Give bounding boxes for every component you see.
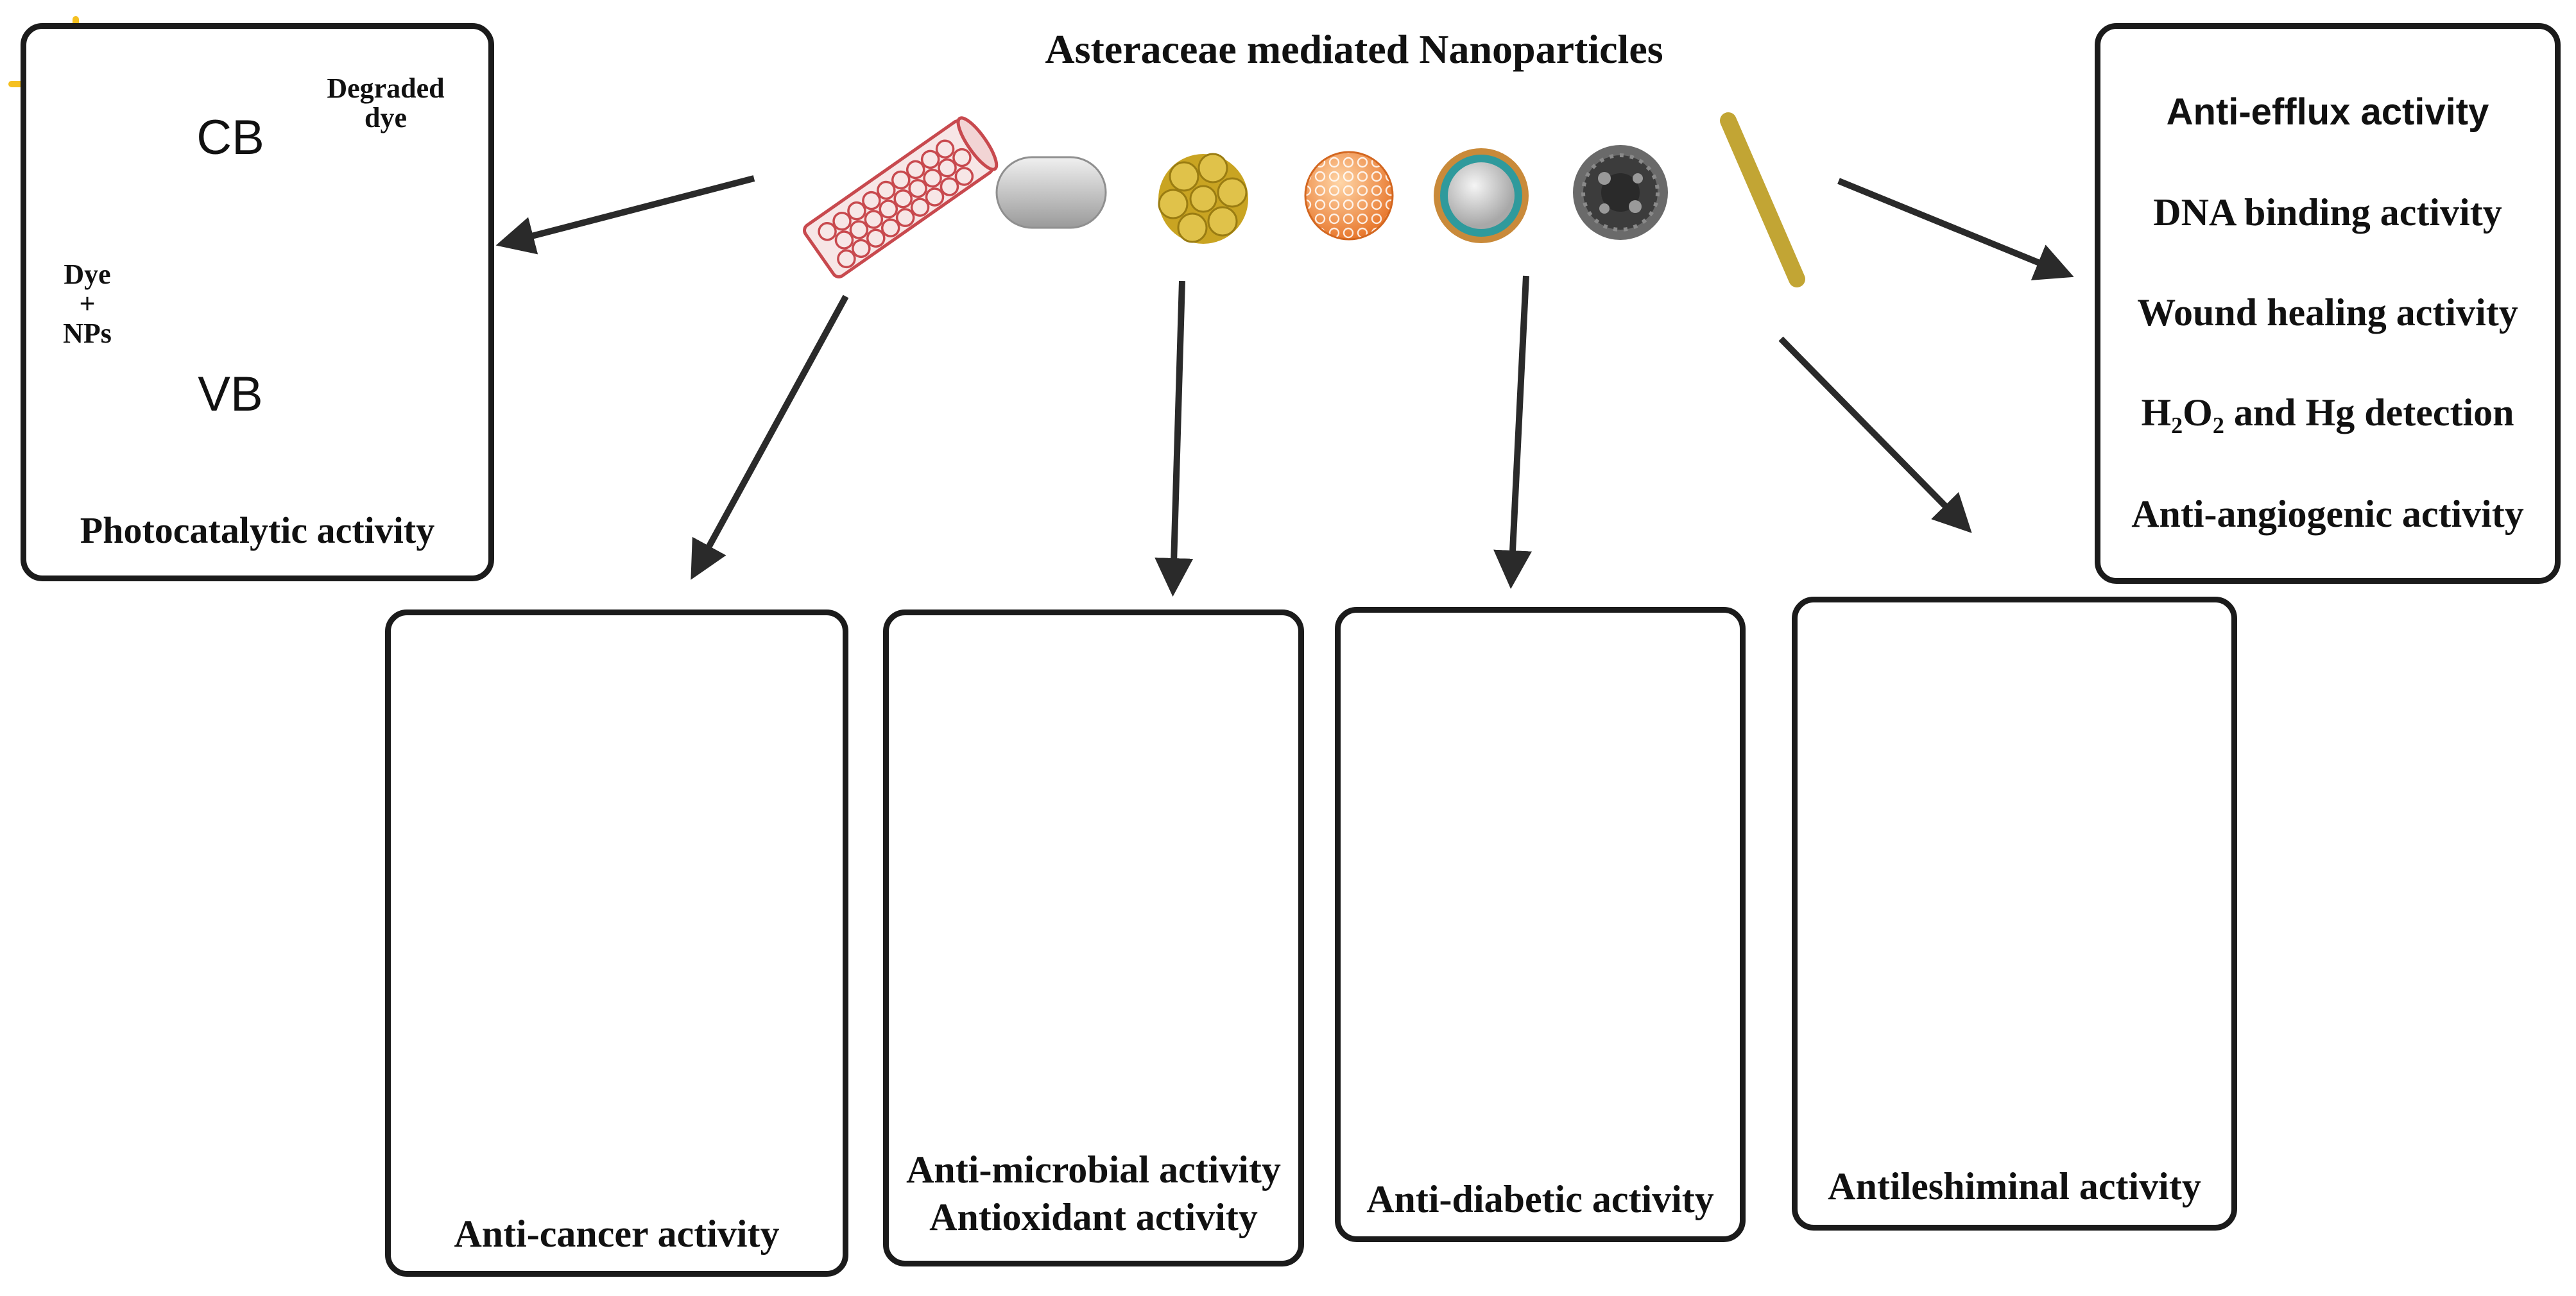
arrow-to-antileishmanial xyxy=(1778,336,1972,533)
arrow-to-photocatalytic xyxy=(495,175,755,255)
anticancer-label: Anti-cancer activity xyxy=(454,1213,780,1255)
antioxidant-label: Antioxidant activity xyxy=(929,1196,1258,1238)
anti-efflux-label: Anti-efflux activity xyxy=(2166,91,2489,133)
wound-healing-label: Wound healing activity xyxy=(2137,291,2518,334)
photocatalytic-label: Photocatalytic activity xyxy=(80,509,435,551)
antidiabetic-label: Anti-diabetic activity xyxy=(1366,1178,1714,1220)
conduction-band-label: CB xyxy=(196,110,264,165)
dye-nps-label: Dye + NPs xyxy=(63,259,112,350)
nanotube-icon xyxy=(803,116,999,278)
nanoflower-icon xyxy=(1158,153,1248,244)
right-list-box: Anti-efflux activity DNA binding activit… xyxy=(2095,23,2561,584)
core-shell-nanoparticle-icon xyxy=(1434,148,1529,243)
diagram-title: Asteraceae mediated Nanoparticles xyxy=(1045,26,1663,72)
antileishmanial-box: Antileshiminal activity xyxy=(1792,597,2237,1231)
arrow-to-anticancer xyxy=(691,294,849,580)
nanosphere-icon xyxy=(1304,151,1394,241)
degraded-dye-label: Degraded dye xyxy=(327,72,445,134)
spiky-nanoparticle-icon xyxy=(1573,145,1668,240)
valence-band-label: VB xyxy=(198,367,263,422)
h2o2-hg-detection-label: H₂O₂ and Hg detection xyxy=(2141,391,2514,434)
antimicrobial-box: Anti-microbial activity Antioxidant acti… xyxy=(883,610,1304,1266)
nanorod-icon xyxy=(995,156,1107,229)
antidiabetic-box: Anti-diabetic activity xyxy=(1335,607,1746,1242)
dna-binding-label: DNA binding activity xyxy=(2153,191,2502,234)
arrow-to-antidiabetic xyxy=(1493,275,1533,589)
antileishmanial-label: Antileshiminal activity xyxy=(1828,1165,2201,1207)
arrows xyxy=(495,175,2074,597)
arrow-to-right-list xyxy=(1837,178,2074,280)
anticancer-box: Anti-cancer activity xyxy=(385,610,848,1277)
nanowire-icon xyxy=(1720,112,1805,287)
antimicrobial-label: Anti-microbial activity xyxy=(906,1148,1281,1191)
arrow-to-antimicrobial xyxy=(1155,280,1194,597)
anti-angiogenic-label: Anti-angiogenic activity xyxy=(2131,493,2524,535)
photocatalytic-box: Degraded dye Dye + NPs CB VB Photocataly… xyxy=(21,23,494,581)
